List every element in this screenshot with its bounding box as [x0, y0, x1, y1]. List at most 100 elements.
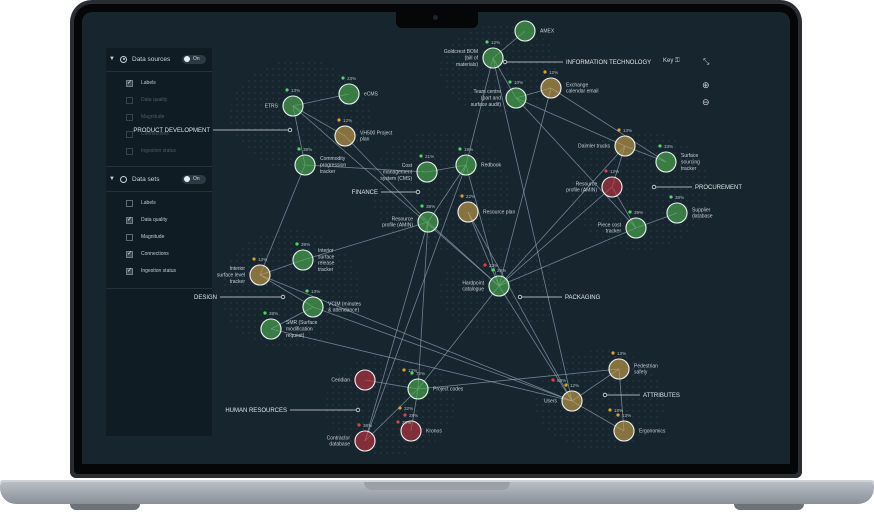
category-label-it[interactable]: INFORMATION TECHNOLOGY	[566, 60, 651, 66]
data-sources-header[interactable]: ▼ Data sources On	[106, 48, 212, 70]
chevron-down-icon[interactable]: ▼	[109, 176, 115, 182]
checkbox-checked[interactable]: ✓	[126, 267, 133, 275]
floating-badge: 50%	[557, 378, 566, 383]
node-circle[interactable]	[482, 47, 504, 69]
set-magnitude-option[interactable]: Magnitude	[126, 232, 164, 242]
node-ergonomics[interactable]: 13%Ergonomics	[613, 413, 666, 442]
node-ceridian[interactable]: Ceridian	[331, 369, 376, 391]
checkbox-checked[interactable]: ✓	[126, 79, 133, 87]
node-kronos[interactable]: 28%Kronos	[400, 413, 442, 442]
node-circle[interactable]	[613, 420, 635, 442]
node-resplan[interactable]: 22%Resource plan	[457, 194, 515, 223]
category-label-hr[interactable]: HUMAN RESOURCES	[225, 408, 287, 414]
node-circle[interactable]	[614, 135, 636, 157]
zoom-in-icon[interactable]: ⊕	[702, 80, 710, 90]
node-circle[interactable]	[260, 318, 282, 340]
ds-labels-option[interactable]: ✓Labels	[126, 78, 156, 88]
set-connections-option[interactable]: ✓Connections	[126, 249, 169, 259]
node-badge: 13%	[258, 257, 267, 262]
category-label-proc[interactable]: PROCUREMENT	[695, 185, 742, 191]
node-circle[interactable]	[666, 202, 688, 224]
node-label: Users	[544, 399, 558, 405]
zoom-out-icon[interactable]: ⊖	[702, 97, 710, 107]
collapse-icon[interactable]: ⤡	[703, 57, 710, 66]
node-circle[interactable]	[601, 176, 623, 198]
chevron-down-icon[interactable]: ▼	[109, 56, 115, 62]
node-circle[interactable]	[292, 249, 314, 271]
node-circle[interactable]	[505, 87, 527, 109]
category-label-fin[interactable]: FINANCE	[352, 190, 378, 196]
node-badge: 72%	[416, 371, 425, 376]
node-circle[interactable]	[334, 125, 356, 147]
node-circle[interactable]	[400, 420, 422, 442]
node-circle[interactable]	[416, 161, 438, 183]
node-vcim[interactable]: 13%VCIM (minutes& attendance)	[302, 289, 362, 318]
ds-connections-option: Connections	[126, 129, 169, 139]
set-labels-option[interactable]: Labels	[126, 198, 156, 208]
data-sources-toggle[interactable]: On	[182, 54, 206, 64]
checkbox	[126, 130, 133, 138]
node-circle[interactable]	[354, 369, 376, 391]
node-amex[interactable]: AMEX	[514, 20, 555, 42]
node-circle[interactable]	[417, 211, 439, 233]
category-label-attr[interactable]: ATTRIBUTES	[643, 393, 680, 399]
node-circle[interactable]	[407, 378, 429, 400]
data-sets-toggle[interactable]: On	[182, 174, 206, 184]
node-circle[interactable]	[354, 430, 376, 452]
node-badge: 28%	[409, 413, 418, 418]
node-circle[interactable]	[514, 20, 536, 42]
node-circle[interactable]	[338, 83, 360, 105]
checkbox[interactable]	[126, 199, 133, 207]
category-label-pack[interactable]: PACKAGING	[565, 295, 601, 301]
node-circle[interactable]	[540, 77, 562, 99]
node-etrs[interactable]: 13%ETRS	[265, 88, 304, 117]
data-sets-header[interactable]: ▼ Data sets On	[106, 168, 212, 190]
checkbox-checked[interactable]: ✓	[126, 250, 133, 258]
status-dot	[564, 383, 568, 387]
node-circle[interactable]	[608, 358, 630, 380]
checkbox	[126, 96, 133, 104]
node-circle[interactable]	[488, 275, 510, 297]
node-circle[interactable]	[625, 217, 647, 239]
checkbox[interactable]	[126, 233, 133, 241]
node-circle[interactable]	[455, 154, 477, 176]
node-circle[interactable]	[302, 296, 324, 318]
node-circle[interactable]	[282, 95, 304, 117]
category-label-design[interactable]: DESIGN	[194, 295, 217, 301]
sidebar-panel	[106, 48, 212, 436]
option-label: Data quality	[141, 97, 168, 103]
key-legend-button[interactable]: Key ⚿	[663, 58, 680, 65]
category-label-pd[interactable]: PRODUCT DEVELOPMENT	[133, 128, 210, 134]
node-users[interactable]: 12%Users	[544, 383, 583, 412]
set-ingestion-option[interactable]: ✓Ingestion status	[126, 266, 176, 276]
node-ecms[interactable]: 23%eCMS	[338, 76, 379, 105]
node-daimler[interactable]: 13%Daimler trucks	[578, 128, 636, 157]
node-circle[interactable]	[561, 390, 583, 412]
node-circle[interactable]	[457, 201, 479, 223]
node-redbook[interactable]: 19%Redbook	[455, 147, 502, 176]
edge-line	[498, 186, 613, 287]
node-circle[interactable]	[249, 264, 271, 286]
set-data-quality-option[interactable]: ✓Data quality	[126, 215, 167, 225]
node-projectcodes[interactable]: 72%Project codes	[407, 371, 464, 400]
checkbox-checked[interactable]: ✓	[126, 216, 133, 224]
node-circle[interactable]	[294, 154, 316, 176]
node-circle[interactable]	[655, 151, 677, 173]
